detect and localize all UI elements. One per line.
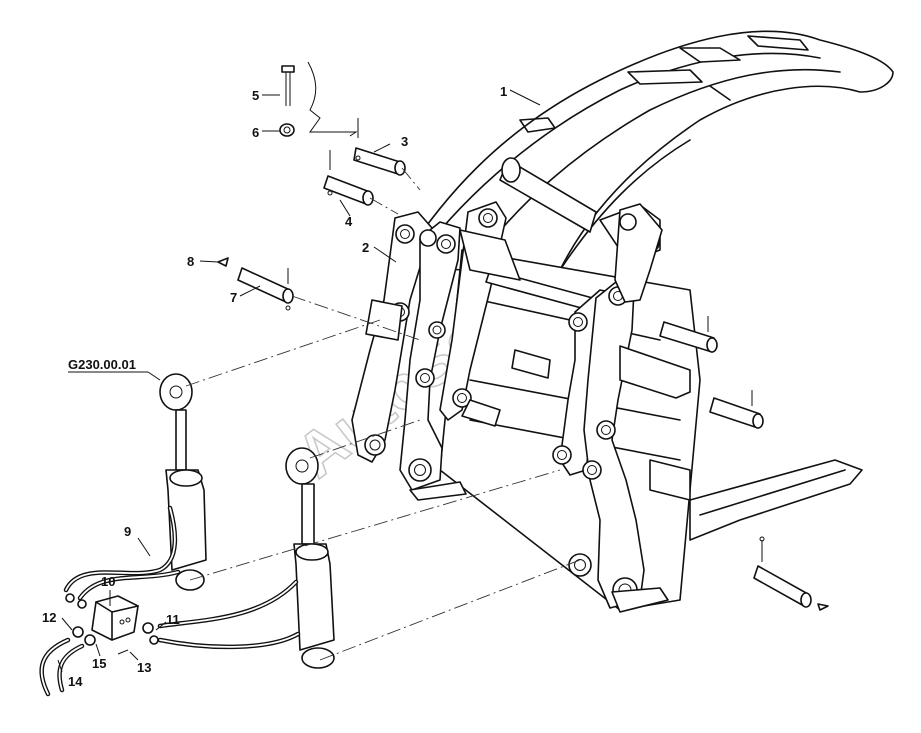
leader-lines bbox=[57, 89, 541, 673]
label-part-14: 14 bbox=[68, 674, 83, 689]
label-part-7: 7 bbox=[230, 290, 237, 305]
label-cylinder-code: G230.00.01 bbox=[68, 357, 136, 372]
label-part-5: 5 bbox=[252, 88, 259, 103]
grab-arm bbox=[397, 30, 894, 291]
label-part-11: 11 bbox=[166, 612, 180, 627]
label-part-15: 15 bbox=[92, 656, 106, 671]
assembly-lines bbox=[185, 167, 581, 661]
frame-pins bbox=[659, 316, 829, 611]
label-part-4: 4 bbox=[345, 214, 353, 229]
hydraulic-hoses bbox=[39, 505, 301, 697]
label-part-12: 12 bbox=[42, 610, 56, 625]
label-part-2: 2 bbox=[362, 240, 369, 255]
fork-tine bbox=[689, 459, 863, 541]
valve-block bbox=[65, 593, 159, 655]
label-part-10: 10 bbox=[101, 574, 115, 589]
label-part-3: 3 bbox=[401, 134, 408, 149]
label-part-8: 8 bbox=[187, 254, 194, 269]
label-part-1: 1 bbox=[500, 84, 507, 99]
hydraulic-cylinders bbox=[159, 373, 335, 669]
carriage-frame bbox=[351, 201, 701, 613]
part-labels: 1 2 3 4 5 6 7 8 9 10 11 12 13 14 15 G230… bbox=[42, 84, 507, 689]
label-part-6: 6 bbox=[252, 125, 259, 140]
label-part-13: 13 bbox=[137, 660, 151, 675]
loose-pins bbox=[217, 61, 406, 311]
label-part-9: 9 bbox=[124, 524, 131, 539]
